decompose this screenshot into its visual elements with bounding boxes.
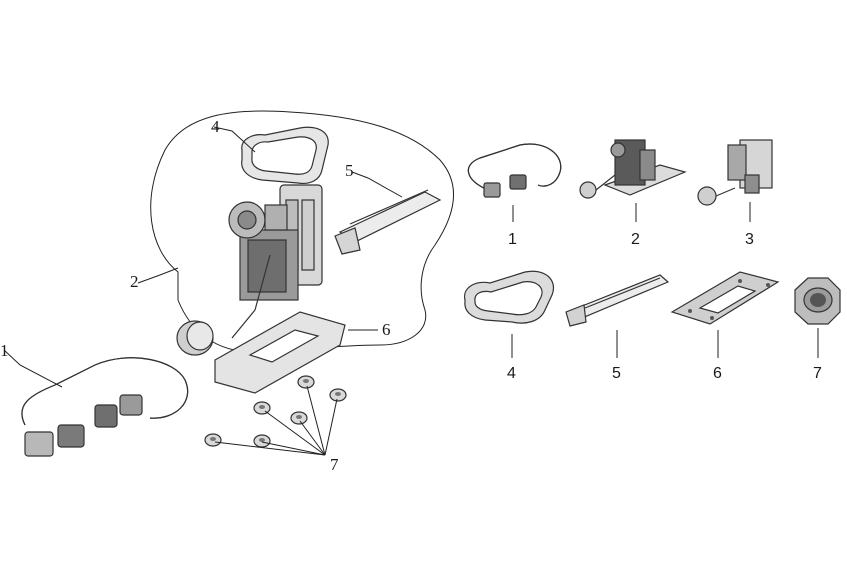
catalog-label-2: 2 (631, 231, 640, 248)
catalog-pump-module-part (697, 139, 773, 206)
nut-1 (204, 433, 222, 447)
nut-6 (329, 388, 347, 402)
callout-label-6: 6 (382, 320, 391, 339)
catalog-label-6: 6 (713, 365, 722, 382)
catalog-label-7: 7 (813, 365, 822, 382)
nut-5 (297, 375, 315, 389)
pump-module-part (176, 184, 323, 356)
catalog-nut-part (794, 277, 841, 325)
hose-part-left (21, 357, 189, 457)
gasket-part-top (241, 126, 329, 185)
callout-label-5: 5 (345, 161, 354, 180)
nut-3 (253, 401, 271, 415)
catalog-gasket-part (464, 270, 554, 324)
catalog-label-1: 1 (508, 231, 517, 248)
callout-label-1: 1 (0, 341, 9, 360)
catalog-label-3: 3 (745, 231, 754, 248)
nut-4 (290, 411, 308, 425)
nut-parts-group (204, 375, 347, 448)
catalog-arm-part (565, 274, 670, 327)
callout-label-2: 2 (130, 272, 139, 291)
catalog-hose-part (467, 143, 562, 198)
catalog-label-4: 4 (507, 365, 516, 382)
catalog-pump-flange-part (579, 139, 687, 199)
callout-label-7: 7 (330, 455, 339, 474)
arm-part-top (334, 189, 442, 255)
callout-label-4: 4 (211, 117, 220, 136)
catalog-label-5: 5 (612, 365, 621, 382)
flange-plate-part (214, 311, 346, 394)
nut-2 (253, 434, 271, 448)
catalog-flange-part (670, 271, 780, 325)
leader-lines (3, 126, 403, 456)
